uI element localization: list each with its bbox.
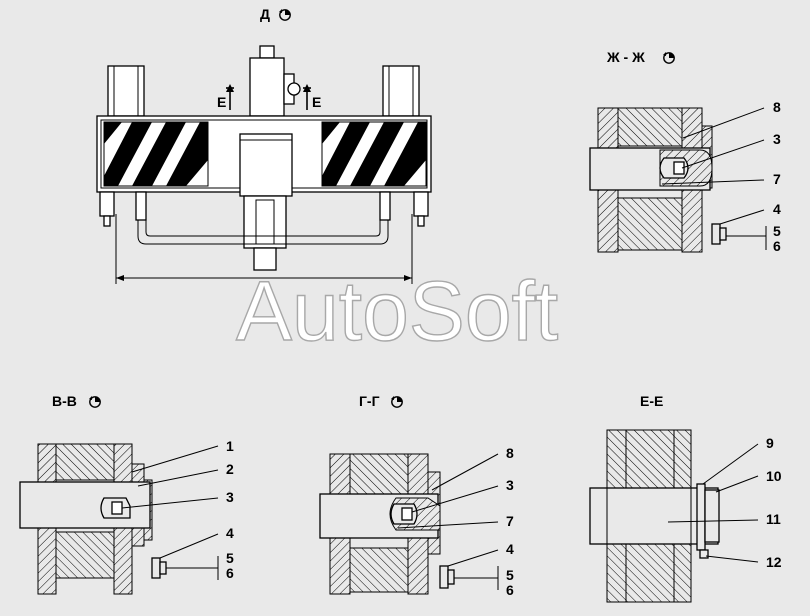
view-zh: Ж - Ж 8 3 7 4 5 6 <box>589 49 781 254</box>
callout-3: 3 <box>506 477 514 493</box>
section-right-label: Е <box>312 94 321 110</box>
callout-4: 4 <box>506 541 514 557</box>
callout-5: 5 <box>773 223 781 239</box>
callout-3: 3 <box>226 489 234 505</box>
callout-3: 3 <box>773 131 781 147</box>
callout-10: 10 <box>766 468 782 484</box>
rotation-icon <box>390 395 403 408</box>
view-v: В-В 1 2 3 4 5 6 <box>19 393 234 595</box>
rotation-icon <box>662 51 675 64</box>
watermark: AutoSoft <box>236 264 558 358</box>
rotation-icon <box>88 395 101 408</box>
hazard-panel-right <box>321 121 427 187</box>
callout-7: 7 <box>506 513 514 529</box>
callout-6: 6 <box>226 565 234 581</box>
callout-8: 8 <box>506 445 514 461</box>
callout-6: 6 <box>506 582 514 598</box>
view-d: Д Е Е <box>96 6 432 284</box>
rotation-icon <box>278 8 291 21</box>
view-e-title: Е-Е <box>640 393 663 409</box>
callout-4: 4 <box>773 201 781 217</box>
callout-7: 7 <box>773 171 781 187</box>
view-g-title: Г-Г <box>359 393 380 409</box>
callout-4: 4 <box>226 525 234 541</box>
callout-12: 12 <box>766 554 782 570</box>
view-zh-title: Ж - Ж <box>606 49 645 65</box>
callout-2: 2 <box>226 461 234 477</box>
callout-9: 9 <box>766 435 774 451</box>
view-g: Г-Г 8 3 7 4 5 6 <box>319 393 514 598</box>
view-e: Е-Е 9 10 11 12 <box>589 393 782 603</box>
callout-5: 5 <box>226 550 234 566</box>
view-v-title: В-В <box>52 393 77 409</box>
callout-6: 6 <box>773 238 781 254</box>
section-left-label: Е <box>217 94 226 110</box>
callout-5: 5 <box>506 567 514 583</box>
callout-1: 1 <box>226 438 234 454</box>
callout-8: 8 <box>773 99 781 115</box>
view-d-title: Д <box>260 6 270 22</box>
hazard-panel-left <box>103 121 209 187</box>
callout-11: 11 <box>766 511 781 527</box>
